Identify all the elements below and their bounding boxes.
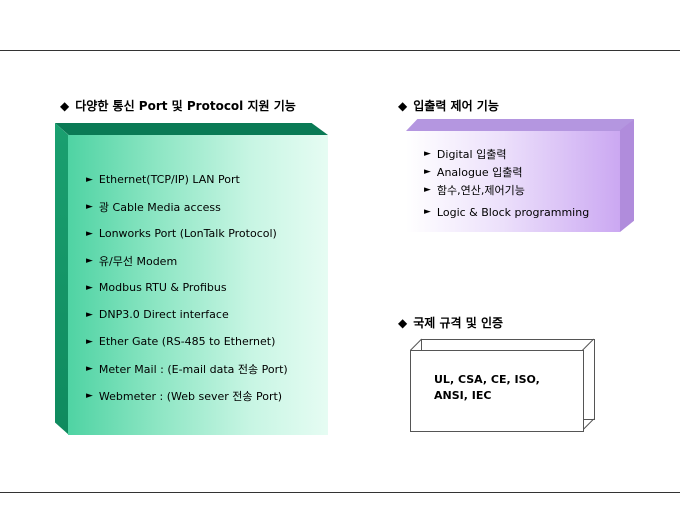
io-box-top-face — [406, 119, 634, 131]
list-item-label: Modbus RTU & Profibus — [98, 281, 227, 294]
right-triangle-icon: ► — [86, 282, 93, 293]
left-box-top-face — [55, 123, 328, 135]
list-item: ► Logic & Block programming — [424, 199, 589, 225]
cert-heading-text: 국제 규격 및 인증 — [413, 316, 504, 330]
io-heading-text: 입출력 제어 기능 — [413, 99, 499, 113]
right-triangle-icon: ► — [86, 390, 93, 401]
diamond-icon: ◆ — [398, 315, 408, 330]
list-item: ► Meter Mail : (E-mail data 전송 Port) — [86, 355, 288, 382]
list-item-label: DNP3.0 Direct interface — [98, 308, 229, 321]
list-item-label: Ether Gate (RS-485 to Ethernet) — [98, 335, 276, 348]
list-item: ► Lonworks Port (LonTalk Protocol) — [86, 220, 288, 247]
list-item: ► DNP3.0 Direct interface — [86, 301, 288, 328]
diamond-icon: ◆ — [60, 98, 70, 113]
cert-list: UL, CSA, CE, ISO, ANSI, IEC — [434, 372, 540, 404]
list-item: ► 광 Cable Media access — [86, 193, 288, 220]
list-item-label: Logic & Block programming — [436, 205, 590, 219]
right-triangle-icon: ► — [424, 167, 431, 177]
right-triangle-icon: ► — [86, 228, 93, 239]
list-item-label: Analogue 입출력 — [436, 166, 523, 179]
cert-line: ANSI, IEC — [434, 389, 492, 402]
list-item: ► Ether Gate (RS-485 to Ethernet) — [86, 328, 288, 355]
cert-section-heading: ◆ 국제 규격 및 인증 — [398, 314, 503, 331]
list-item: ► 함수,연산,제어기능 — [424, 181, 589, 199]
right-triangle-icon: ► — [424, 207, 431, 217]
list-item: ► Modbus RTU & Profibus — [86, 274, 288, 301]
list-item: ► 유/무선 Modem — [86, 247, 288, 274]
list-item-label: Lonworks Port (LonTalk Protocol) — [98, 227, 277, 240]
right-triangle-icon: ► — [424, 149, 431, 159]
right-triangle-icon: ► — [86, 174, 93, 185]
right-triangle-icon: ► — [86, 336, 93, 347]
left-box-front-face — [68, 135, 328, 435]
right-triangle-icon: ► — [86, 363, 93, 374]
list-item: ► Digital 입출력 — [424, 145, 589, 163]
list-item-label: Meter Mail : (E-mail data 전송 Port) — [98, 362, 288, 376]
left-section-heading: ◆ 다양한 통신 Port 및 Protocol 지원 기능 — [60, 97, 296, 114]
list-item: ► Ethernet(TCP/IP) LAN Port — [86, 166, 288, 193]
bottom-divider — [0, 492, 680, 493]
cert-line: UL, CSA, CE, ISO, — [434, 373, 540, 386]
list-item: ► Webmeter : (Web sever 전송 Port) — [86, 382, 288, 409]
list-item: ► Analogue 입출력 — [424, 163, 589, 181]
list-item-label: Ethernet(TCP/IP) LAN Port — [98, 173, 240, 186]
left-feature-list: ► Ethernet(TCP/IP) LAN Port ► 광 Cable Medi… — [86, 166, 288, 409]
right-triangle-icon: ► — [424, 185, 431, 195]
list-item-label: 유/무선 Modem — [98, 254, 178, 268]
list-item-label: 함수,연산,제어기능 — [436, 184, 525, 197]
list-item-label: 광 Cable Media access — [98, 200, 221, 214]
list-item-label: Digital 입출력 — [436, 148, 507, 161]
io-section-heading: ◆ 입출력 제어 기능 — [398, 97, 499, 114]
right-triangle-icon: ► — [86, 201, 93, 212]
top-divider — [0, 50, 680, 51]
diamond-icon: ◆ — [398, 98, 408, 113]
io-box-front-face — [406, 131, 620, 232]
list-item-label: Webmeter : (Web sever 전송 Port) — [98, 389, 283, 403]
left-box-side-face — [55, 123, 69, 435]
left-heading-text: 다양한 통신 Port 및 Protocol 지원 기능 — [75, 99, 296, 113]
right-triangle-icon: ► — [86, 255, 93, 266]
cert-box-front-frame — [410, 350, 584, 432]
right-triangle-icon: ► — [86, 309, 93, 320]
io-feature-list: ► Digital 입출력 ► Analogue 입출력 ► 함수,연산,제어기능 ►… — [424, 145, 589, 225]
io-box-side-face — [620, 119, 634, 232]
